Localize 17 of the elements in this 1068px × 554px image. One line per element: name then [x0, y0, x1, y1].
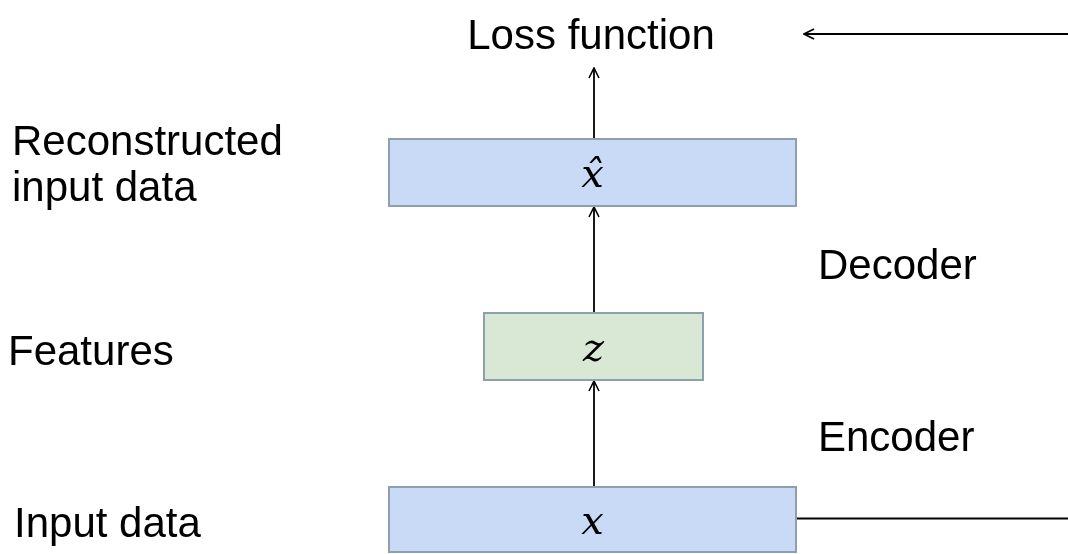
layer-caption: Reconstructed input data: [12, 118, 284, 211]
arrow: [803, 28, 1068, 40]
math-symbol: z: [582, 326, 605, 367]
math-symbol: x: [581, 499, 604, 540]
math-symbol: x̂: [581, 152, 604, 193]
connector-line: [796, 517, 1068, 520]
layer-box: [483, 312, 704, 381]
layer-caption: Input data: [14, 500, 201, 547]
layer-box: [388, 138, 797, 207]
arrow: [588, 67, 600, 139]
layer-box: [388, 486, 797, 553]
layer-caption: Features: [8, 328, 174, 375]
stage-label: Decoder: [818, 242, 977, 289]
stage-label: Encoder: [818, 414, 975, 461]
loss-label: Loss function: [467, 12, 715, 58]
arrow: [588, 380, 600, 487]
arrow: [588, 206, 600, 313]
